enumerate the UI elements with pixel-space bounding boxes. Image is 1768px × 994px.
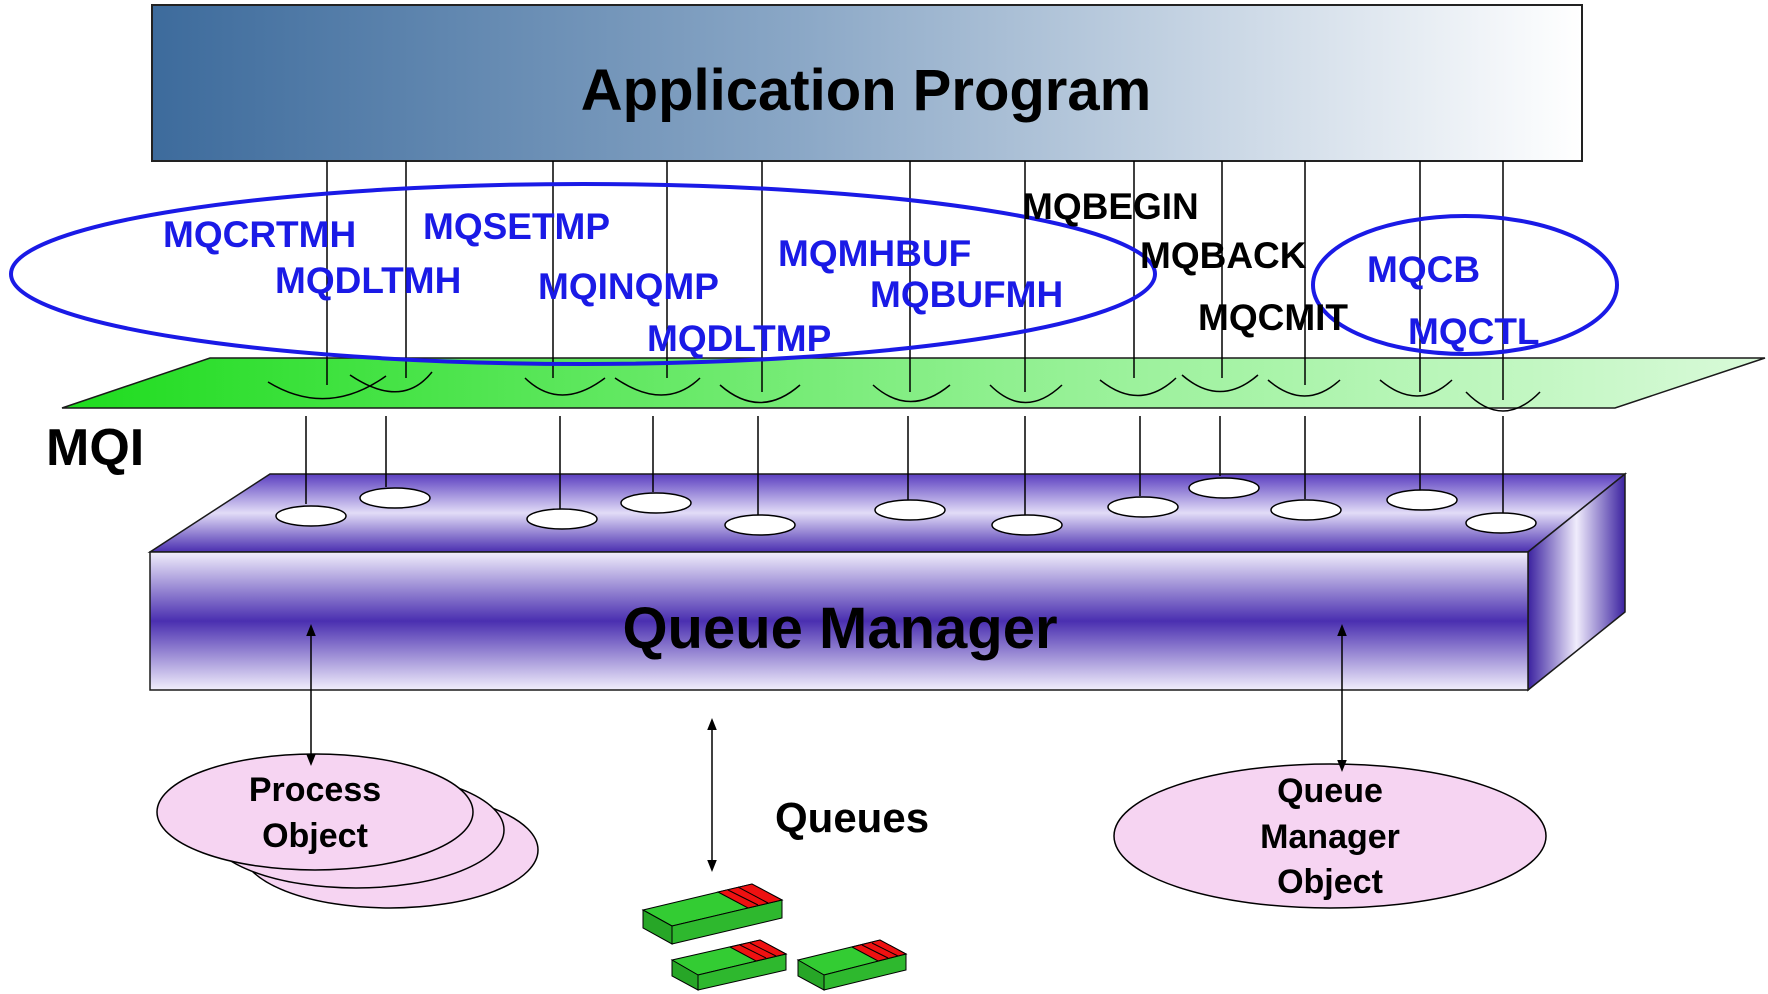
call-label-mqbufmh: MQBUFMH bbox=[870, 274, 1063, 315]
call-label-mqcb: MQCB bbox=[1367, 249, 1480, 290]
socket bbox=[724, 514, 796, 536]
callback-group-ellipse bbox=[1311, 214, 1619, 356]
call-label-mqmhbuf: MQMHBUF bbox=[778, 233, 971, 274]
socket bbox=[1188, 477, 1260, 499]
socket bbox=[991, 514, 1063, 536]
mqi-plane bbox=[61, 357, 1766, 409]
application-program-title: Application Program bbox=[581, 58, 1151, 123]
queue-icon bbox=[796, 939, 908, 991]
call-label-mqdltmh: MQDLTMH bbox=[275, 260, 461, 301]
qmgr-object-line2: Manager bbox=[1260, 818, 1400, 856]
call-label-mqcrtmh: MQCRTMH bbox=[163, 214, 356, 255]
callback-calls: MQCB MQCTL bbox=[1367, 249, 1540, 352]
call-label-mqdltmp: MQDLTMP bbox=[647, 318, 831, 359]
queue-icon bbox=[641, 883, 784, 945]
call-connectors bbox=[305, 161, 1504, 516]
socket bbox=[620, 492, 692, 514]
queue-manager-sockets bbox=[275, 477, 1537, 536]
socket bbox=[1465, 512, 1537, 534]
mqi-socket-curves bbox=[267, 371, 1541, 412]
connection-arrows bbox=[306, 624, 1347, 872]
application-program-box: Application Program bbox=[151, 4, 1583, 162]
socket bbox=[1270, 499, 1342, 521]
process-object-line1: Process bbox=[249, 771, 381, 809]
socket bbox=[1107, 496, 1179, 518]
queue-manager-object: Queue Manager Object bbox=[1113, 763, 1547, 909]
qmgr-object-line1: Queue bbox=[1277, 772, 1383, 810]
call-label-mqback: MQBACK bbox=[1140, 235, 1307, 276]
qmgr-object-line3: Object bbox=[1277, 863, 1383, 901]
call-label-mqctl: MQCTL bbox=[1408, 311, 1540, 352]
socket bbox=[359, 487, 431, 509]
call-label-mqcmit: MQCMIT bbox=[1198, 297, 1348, 338]
message-handle-group-ellipse bbox=[9, 182, 1157, 366]
queues-label: Queues bbox=[775, 794, 929, 841]
socket bbox=[1386, 489, 1458, 511]
call-label-mqbegin: MQBEGIN bbox=[1022, 186, 1199, 227]
process-object: Process Object bbox=[156, 753, 539, 909]
socket bbox=[275, 505, 347, 527]
queue-manager-title: Queue Manager bbox=[622, 596, 1057, 661]
transaction-calls: MQBEGIN MQBACK MQCMIT bbox=[1022, 186, 1348, 338]
process-object-line2: Object bbox=[262, 817, 368, 855]
mqi-label: MQI bbox=[46, 419, 144, 477]
call-label-mqsetmp: MQSETMP bbox=[423, 206, 610, 247]
message-handle-calls: MQCRTMH MQDLTMH MQSETMP MQINQMP MQDLTMP … bbox=[163, 206, 1063, 359]
call-label-mqinqmp: MQINQMP bbox=[538, 266, 719, 307]
queue-icon bbox=[670, 939, 788, 991]
queue-manager-front-face bbox=[149, 551, 1529, 691]
socket bbox=[526, 508, 598, 530]
socket bbox=[874, 499, 946, 521]
